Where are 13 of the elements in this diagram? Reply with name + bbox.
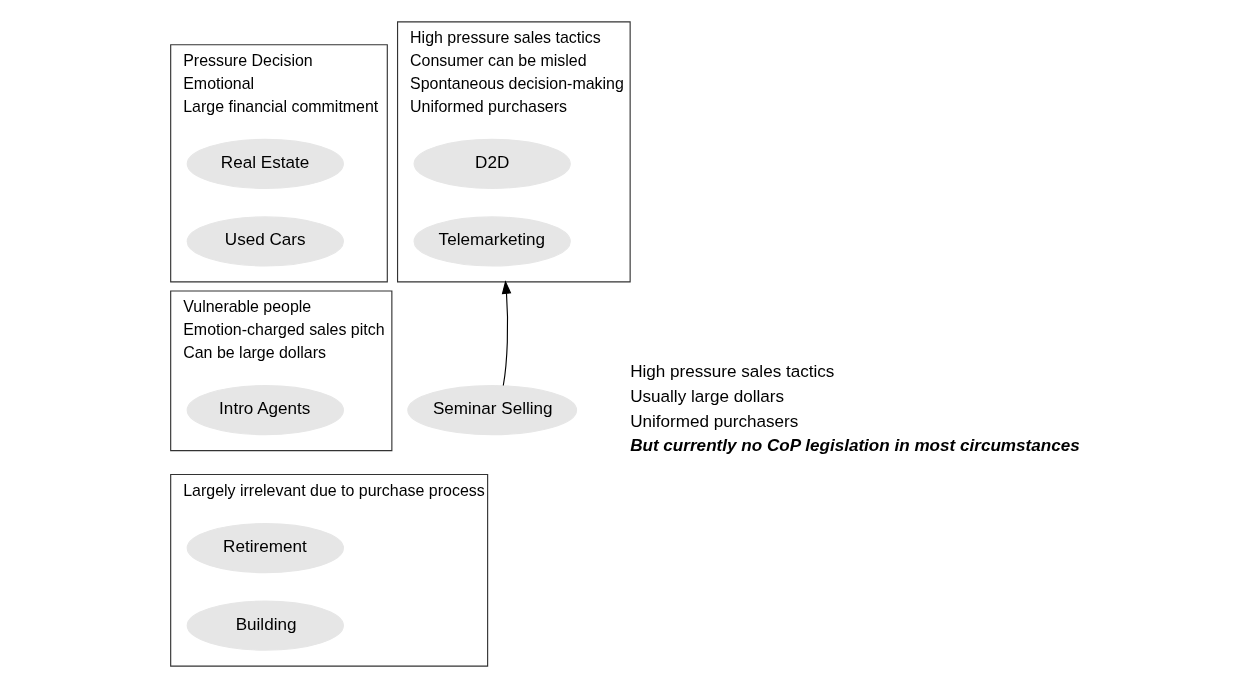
node-ellipse: Real Estate <box>186 138 344 189</box>
node-label: Uniformed purchasers <box>630 412 799 432</box>
node-ellipse: Telemarketing <box>413 216 571 267</box>
node-ellipse: Seminar Selling <box>407 385 578 436</box>
node-ellipse: Building <box>186 600 344 651</box>
arrow <box>501 280 512 387</box>
node-ellipse: Retirement <box>186 523 344 574</box>
node-label: But currently no CoP legislation in most circumstances <box>630 436 1080 456</box>
node-ellipse: D2D <box>413 138 571 189</box>
node-ellipse: Used Cars <box>186 216 344 267</box>
node-label: Usually large dollars <box>630 387 785 407</box>
node-label: High pressure sales tactics <box>630 362 835 382</box>
node-ellipse: Intro Agents <box>186 385 344 436</box>
